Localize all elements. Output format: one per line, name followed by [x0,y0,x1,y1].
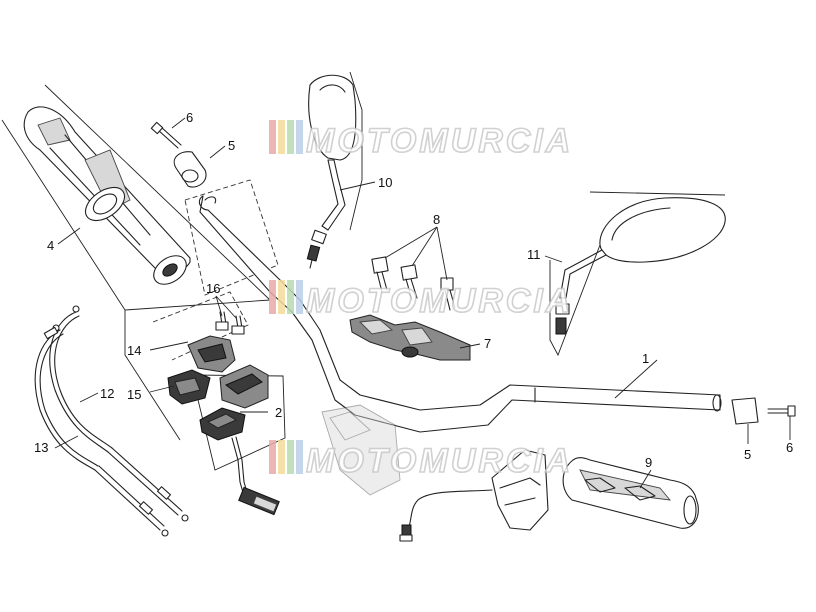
watermark-stripe-3 [287,440,294,474]
handlebar-tube [198,195,722,433]
clamp-screws [371,256,456,311]
watermark-top: MOTOMURCIA [269,120,573,161]
watermark-bottom: MOTOMURCIA [269,440,573,481]
right-switch-housing [399,449,549,542]
throttle-cables [34,305,189,537]
callout-8: 8 [433,212,440,227]
watermark-stripe-3 [287,280,294,314]
watermark-text: MOTOMURCIA [306,442,573,480]
watermark-stripe-1 [269,280,276,314]
right-handlebar-grip [562,457,699,529]
callout-4: 4 [47,238,54,253]
callout-14: 14 [127,343,141,358]
watermark-stripe-4 [296,440,303,474]
right-mirror [549,191,726,357]
watermark-stripe-2 [278,280,285,314]
left-bar-end-weight [173,151,207,188]
watermark-text: MOTOMURCIA [306,282,573,320]
left-switch-lower-shell [167,369,211,405]
watermark-stripe-3 [287,120,294,154]
left-throttle-grip [23,106,191,285]
steering-yoke-background [321,404,401,496]
watermark-stripe-1 [269,120,276,154]
callout-15: 15 [127,387,141,402]
callout-11: 11 [527,247,541,262]
callout-13: 13 [34,440,48,455]
callout-9: 9 [645,455,652,470]
left-mirror [306,71,363,269]
left-switch-upper-shell [187,335,236,373]
left-switch-housing [199,364,280,516]
callout-1: 1 [642,351,649,366]
callout-2: 2 [275,405,282,420]
left-bar-end-screw [150,121,182,149]
handlebar-upper-clamp [349,314,471,361]
watermark-stripe-2 [278,440,285,474]
right-bar-end-weight [731,397,759,425]
callout-7: 7 [484,336,491,351]
callout-16: 16 [206,281,220,296]
watermark-middle: MOTOMURCIA [269,280,573,321]
callout-6-left: 6 [186,110,193,125]
watermark-stripe-4 [296,280,303,314]
watermark-text: MOTOMURCIA [306,122,573,160]
watermark-stripe-1 [269,440,276,474]
callout-6-right: 6 [786,440,793,455]
callout-12: 12 [100,386,114,401]
left-switch-screws [215,311,245,335]
callout-5-left: 5 [228,138,235,153]
callout-labels: 1 2 4 5 5 6 6 7 8 9 10 11 12 13 14 15 16 [34,110,793,470]
watermark-stripe-2 [278,120,285,154]
watermark-stripe-4 [296,120,303,154]
callout-5-right: 5 [744,447,751,462]
leader-lines [54,117,791,489]
callout-10: 10 [378,175,392,190]
right-bar-end-screw [767,405,796,417]
